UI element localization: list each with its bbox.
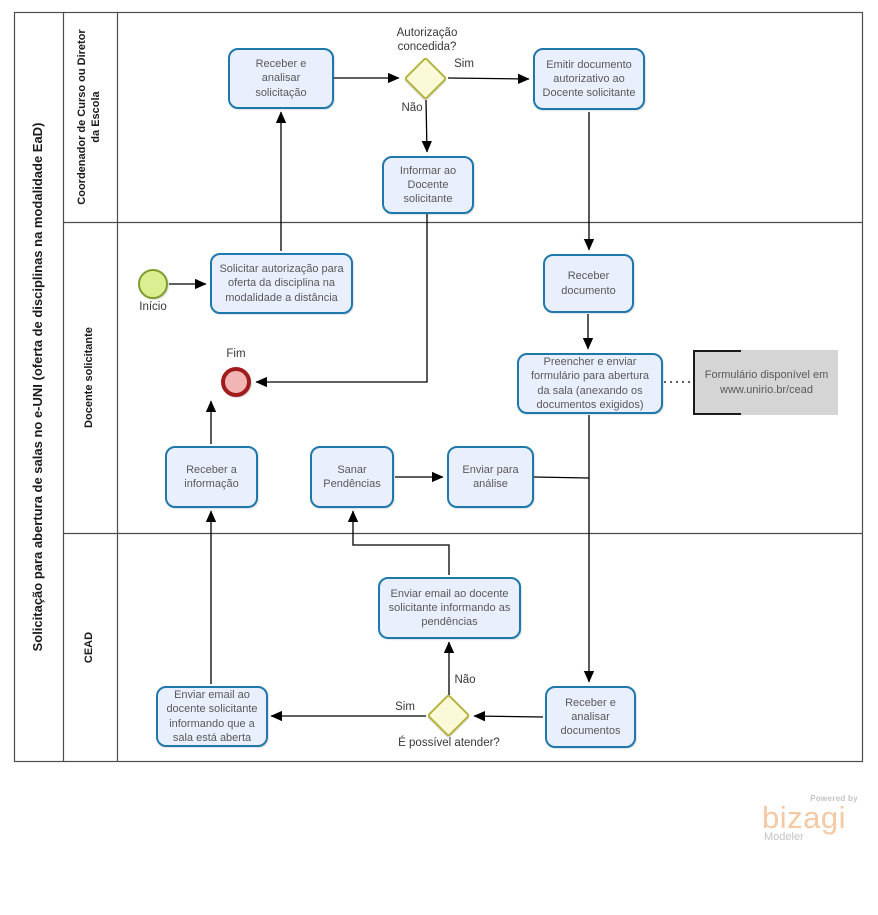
flow-gateway1-nao-to-informar bbox=[421, 99, 432, 153]
bizagi-watermark: Powered by bizagi Modeler bbox=[758, 794, 862, 843]
pool-title: Solicitação para abertura de salas no e-… bbox=[30, 122, 46, 652]
end-event-fim[interactable] bbox=[221, 367, 251, 397]
task-receber-a-informacao[interactable]: Receber a informação bbox=[165, 446, 258, 508]
flow-informar-to-fim bbox=[255, 214, 428, 388]
lane-label-docente: Docente solicitante bbox=[83, 327, 96, 428]
flow-email-pendencias-to-sanar bbox=[347, 510, 450, 575]
task-receber-analisar-documentos[interactable]: Receber e analisar documentos bbox=[545, 686, 636, 748]
flow-receber-docs-to-gateway2 bbox=[473, 710, 544, 722]
annotation-formulario[interactable]: Formulário disponível em www.unirio.br/c… bbox=[693, 350, 838, 415]
modeler-label: Modeler bbox=[764, 831, 804, 844]
task-enviar-email-sala-aberta[interactable]: Enviar email ao docente solicitante info… bbox=[156, 686, 268, 747]
task-enviar-email-pendencias[interactable]: Enviar email ao docente solicitante info… bbox=[378, 577, 521, 639]
end-event-label: Fim bbox=[226, 348, 246, 360]
lane-label-cead: CEAD bbox=[83, 631, 96, 664]
start-event-label: Início bbox=[139, 301, 167, 313]
gateway1-yes-label: Sim bbox=[454, 58, 474, 70]
flow-gateway1-sim-to-emitir bbox=[447, 73, 530, 85]
flow-enviar-analise-join bbox=[533, 476, 590, 479]
task-solicitar-autorizacao[interactable]: Solicitar autorização para oferta da dis… bbox=[210, 253, 353, 314]
task-preencher-enviar-formulario[interactable]: Preencher e enviar formulário para abert… bbox=[517, 353, 663, 414]
bizagi-logo: bizagi bbox=[762, 800, 846, 835]
powered-by-label: Powered by bbox=[810, 794, 858, 803]
task-receber-e-analisar-solicitacao[interactable]: Receber e analisar solicitação bbox=[228, 48, 334, 109]
task-receber-documento[interactable]: Receber documento bbox=[543, 254, 634, 313]
gateway2-yes-label: Sim bbox=[395, 701, 415, 713]
gateway2-no-label: Não bbox=[454, 674, 476, 686]
task-sanar-pendencias[interactable]: Sanar Pendências bbox=[310, 446, 394, 508]
task-enviar-para-analise[interactable]: Enviar para análise bbox=[447, 446, 534, 508]
task-informar-ao-docente[interactable]: Informar ao Docente solicitante bbox=[382, 156, 474, 214]
gateway1-no-label: Não bbox=[401, 102, 423, 114]
task-emitir-documento-autorizativo[interactable]: Emitir documento autorizativo ao Docente… bbox=[533, 48, 645, 110]
gateway1-question-label: Autorização concedida? bbox=[396, 27, 458, 53]
start-event-inicio[interactable] bbox=[138, 269, 168, 299]
lane-label-coordenador: Coordenador de Curso ou Diretor da Escol… bbox=[76, 29, 102, 205]
pool-frame bbox=[13, 11, 864, 763]
gateway2-question-label: É possível atender? bbox=[398, 737, 500, 749]
